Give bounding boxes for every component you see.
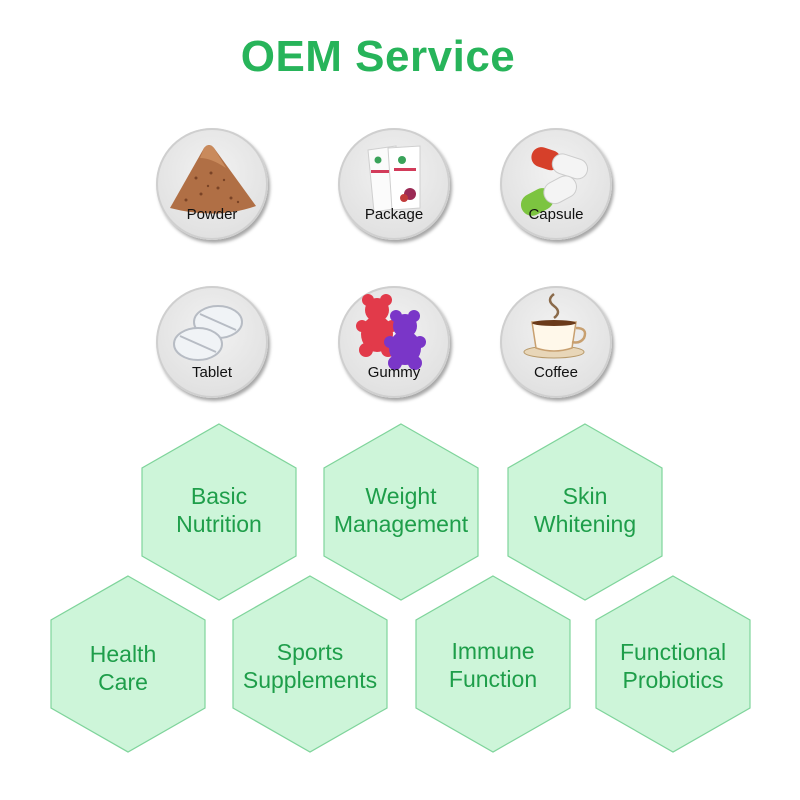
category-line2: Whitening [533,511,637,537]
gummy-bear-icon [356,294,426,370]
category-line1: Health [89,641,157,667]
product-powder[interactable]: Powder [156,128,268,240]
powder-pile-icon [170,145,256,214]
category-line1: Functional [619,639,727,665]
product-label: Coffee [534,364,578,381]
package-tubes-icon [367,145,421,213]
category-line1: Weight [365,483,437,509]
category-sports-supplements[interactable]: Sports Supplements [230,638,390,694]
product-gummy[interactable]: Gummy [338,286,450,398]
category-line2: Management [333,511,469,537]
category-immune-function[interactable]: Immune Function [413,637,573,693]
category-weight-management[interactable]: Weight Management [321,482,481,538]
hex-basic-nutrition [141,423,297,601]
hex-functional-probiotics [595,575,751,753]
category-basic-nutrition[interactable]: Basic Nutrition [139,482,299,538]
category-line2: Care [98,669,148,695]
category-line2: Nutrition [176,511,262,537]
hex-health-care [50,575,206,753]
category-line2: Probiotics [622,667,724,693]
product-tablet[interactable]: Tablet [156,286,268,398]
product-package[interactable]: Package [338,128,450,240]
category-line2: Function [448,666,538,692]
category-health-care[interactable]: Health Care [43,640,203,696]
hex-sports-supplements [232,575,388,753]
product-label: Tablet [191,364,233,381]
category-line1: Basic [190,483,248,509]
product-coffee[interactable]: Coffee [500,286,612,398]
hex-immune-function [415,575,571,753]
capsule-icon [520,147,589,216]
product-label: Package [364,206,424,223]
product-label: Capsule [528,206,584,223]
tablet-icon [173,305,243,361]
category-line1: Skin [562,483,608,509]
product-label: Powder [186,206,238,223]
category-line2: Supplements [242,667,378,693]
coffee-cup-icon [523,293,587,359]
category-line1: Sports [276,639,344,665]
category-functional-probiotics[interactable]: Functional Probiotics [593,638,753,694]
hex-weight-management [323,423,479,601]
page-title: OEM Service [240,32,516,81]
category-line1: Immune [451,638,535,664]
product-capsule[interactable]: Capsule [500,128,612,240]
category-skin-whitening[interactable]: Skin Whitening [505,482,665,538]
hex-skin-whitening [507,423,663,601]
product-label: Gummy [367,364,421,381]
